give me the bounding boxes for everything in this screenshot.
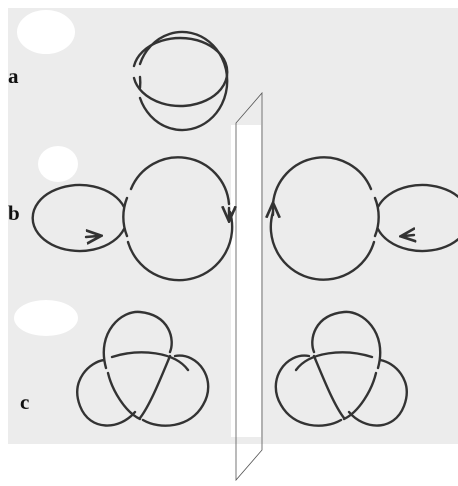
blob-c [14, 300, 78, 336]
trefoil-left [77, 312, 208, 426]
label-b: b [8, 201, 20, 226]
blob-a [17, 10, 75, 54]
mirror-plane [231, 125, 261, 437]
blob-b [38, 146, 78, 182]
hopf-link-b-right [271, 157, 458, 279]
label-c: c [20, 390, 29, 415]
trefoil-right [276, 312, 407, 426]
hopf-link-a [134, 32, 227, 130]
label-a: a [8, 64, 19, 89]
